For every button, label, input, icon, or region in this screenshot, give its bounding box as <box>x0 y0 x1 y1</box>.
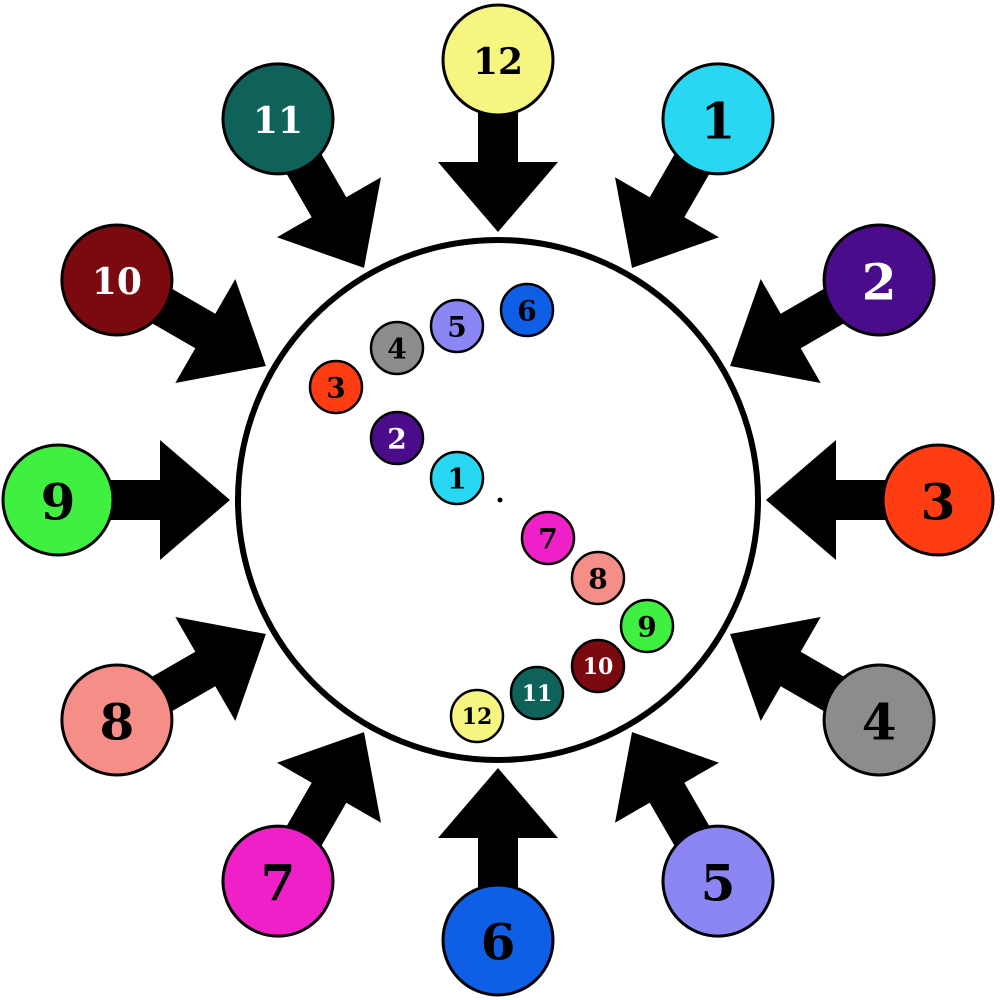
arrow-9 <box>106 440 230 560</box>
outer-hour-9: 9 <box>1 443 115 557</box>
outer-hour-label: 1 <box>701 91 736 150</box>
inner-number-4: 4 <box>369 320 425 376</box>
inner-number-7: 7 <box>520 510 576 566</box>
inner-number-9: 9 <box>619 598 675 654</box>
outer-hour-11: 11 <box>221 62 335 176</box>
outer-hour-circle <box>221 824 335 938</box>
inner-number-label: 12 <box>462 704 493 730</box>
inner-number-label: 1 <box>447 463 466 496</box>
inner-number-circle <box>429 450 485 506</box>
inner-number-circle <box>570 638 626 694</box>
outer-hour-label: 5 <box>701 854 736 913</box>
outer-hour-8: 8 <box>60 663 174 777</box>
outer-hour-circle <box>661 62 775 176</box>
center-dot <box>497 497 503 503</box>
outer-hour-label: 11 <box>253 100 303 142</box>
outer-hour-2: 2 <box>822 223 936 337</box>
inner-number-circle <box>509 665 565 721</box>
outer-hour-5: 5 <box>661 824 775 938</box>
outer-hour-4: 4 <box>822 663 936 777</box>
inner-number-circle <box>520 510 576 566</box>
outer-hour-label: 10 <box>92 261 142 303</box>
outer-hour-label: 7 <box>261 854 296 913</box>
inner-number-label: 8 <box>588 563 607 596</box>
inner-number-1: 1 <box>429 450 485 506</box>
outer-hour-label: 3 <box>921 473 956 532</box>
inner-number-12: 12 <box>449 688 505 744</box>
inner-number-label: 11 <box>522 681 553 707</box>
arrow-3 <box>766 440 890 560</box>
outer-hour-circle <box>441 3 555 117</box>
outer-hour-10: 10 <box>60 223 174 337</box>
inner-number-circle <box>499 282 555 338</box>
outer-hour-12: 12 <box>441 3 555 117</box>
outer-hour-circle <box>441 883 555 997</box>
inner-number-label: 6 <box>517 295 536 328</box>
inner-number-label: 5 <box>447 311 466 344</box>
outer-hour-label: 2 <box>862 253 897 312</box>
arrow-7 <box>277 732 381 850</box>
outer-hour-circle <box>822 223 936 337</box>
inner-number-circle <box>429 298 485 354</box>
inner-number-label: 9 <box>637 611 656 644</box>
arrow-4 <box>730 617 848 721</box>
arrow-1 <box>615 150 719 268</box>
inner-number-8: 8 <box>570 550 626 606</box>
arrow-11 <box>277 150 381 268</box>
inner-number-5: 5 <box>429 298 485 354</box>
outer-hour-label: 4 <box>862 693 897 752</box>
inner-number-6: 6 <box>499 282 555 338</box>
outer-hour-label: 12 <box>473 41 523 83</box>
inner-number-label: 3 <box>326 372 345 405</box>
outer-hour-7: 7 <box>221 824 335 938</box>
outer-hour-circle <box>822 663 936 777</box>
inner-number-label: 7 <box>538 523 557 556</box>
outer-hour-label: 6 <box>481 913 516 972</box>
arrow-5 <box>615 732 719 850</box>
inner-number-10: 10 <box>570 638 626 694</box>
arrow-2 <box>730 279 848 383</box>
inner-number-2: 2 <box>369 410 425 466</box>
outer-hour-circle <box>60 223 174 337</box>
inner-number-label: 10 <box>583 654 614 680</box>
inner-number-3: 3 <box>308 359 364 415</box>
inner-number-label: 4 <box>387 333 406 366</box>
inner-number-label: 2 <box>387 423 406 456</box>
outer-hour-circle <box>1 443 115 557</box>
outer-hour-1: 1 <box>661 62 775 176</box>
arrow-6 <box>438 768 558 892</box>
outer-hour-3: 3 <box>881 443 995 557</box>
outer-hour-circle <box>221 62 335 176</box>
arrow-12 <box>438 108 558 232</box>
arrow-8 <box>148 617 266 721</box>
inner-number-11: 11 <box>509 665 565 721</box>
outer-hour-label: 8 <box>100 693 135 752</box>
outer-hour-circle <box>661 824 775 938</box>
outer-hour-label: 9 <box>41 473 76 532</box>
inner-number-circle <box>369 410 425 466</box>
outer-hour-6: 6 <box>441 883 555 997</box>
outer-hour-circle <box>60 663 174 777</box>
outer-hour-circle <box>881 443 995 557</box>
inner-number-circle <box>369 320 425 376</box>
inner-number-circle <box>449 688 505 744</box>
inner-number-circle <box>619 598 675 654</box>
inner-number-circle <box>308 359 364 415</box>
arrow-10 <box>148 279 266 383</box>
inner-number-circle <box>570 550 626 606</box>
